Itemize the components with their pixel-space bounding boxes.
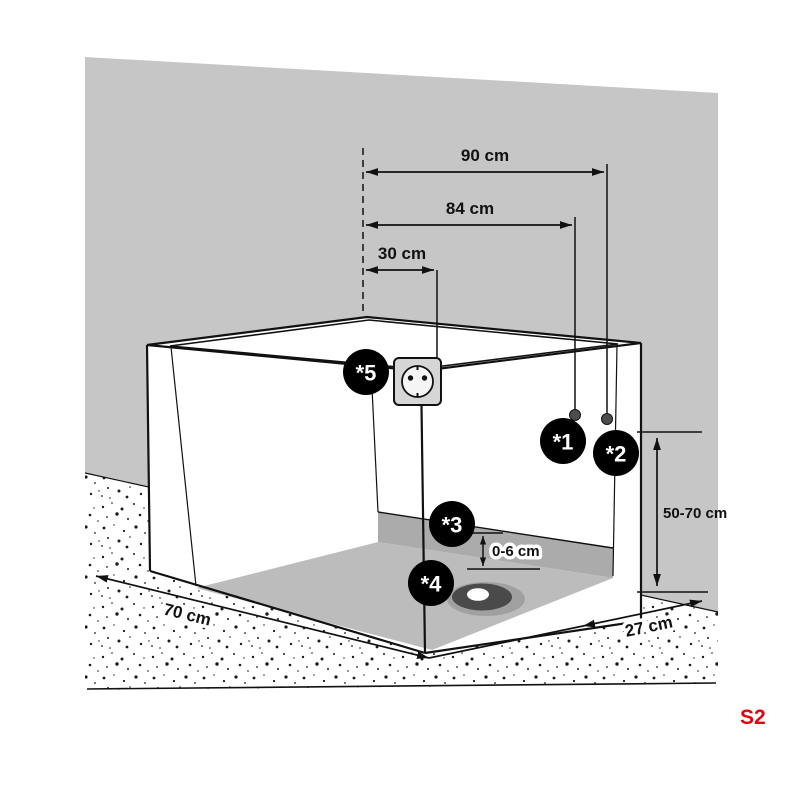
- dimension-50-70: 50-70 cm: [637, 431, 727, 593]
- ground-bottom-edge: [86, 682, 717, 690]
- marker-1-badge: *1: [540, 418, 586, 464]
- dimension-90: 90 cm: [362, 146, 608, 414]
- power-outlet-icon: [393, 357, 442, 406]
- socket-point-2-dot: [601, 413, 613, 425]
- dimension-0-6: 0-6 cm: [467, 532, 543, 570]
- marker-3-label: *3: [442, 513, 463, 538]
- dim-30-label: 30 cm: [378, 244, 426, 263]
- marker-1-label: *1: [553, 430, 574, 455]
- dim-84-label: 84 cm: [446, 199, 494, 218]
- marker-5-label: *5: [356, 361, 377, 386]
- marker-2-badge: *2: [593, 430, 639, 476]
- page-code: S2: [740, 706, 766, 729]
- marker-5-badge: *5: [343, 349, 389, 395]
- marker-4-badge: *4: [408, 560, 454, 606]
- marker-3-badge: *3: [429, 501, 475, 547]
- socket-point-1-dot: [569, 409, 581, 421]
- dim-90-label: 90 cm: [461, 146, 509, 165]
- marker-4-label: *4: [421, 572, 443, 597]
- dim-0-6-label: 0-6 cm: [492, 543, 540, 560]
- dimension-84: 84 cm: [366, 199, 576, 410]
- marker-2-label: *2: [606, 442, 627, 467]
- drain-icon: [447, 582, 525, 616]
- dim-50-70-label: 50-70 cm: [663, 505, 727, 522]
- dimension-30: 30 cm: [366, 244, 438, 359]
